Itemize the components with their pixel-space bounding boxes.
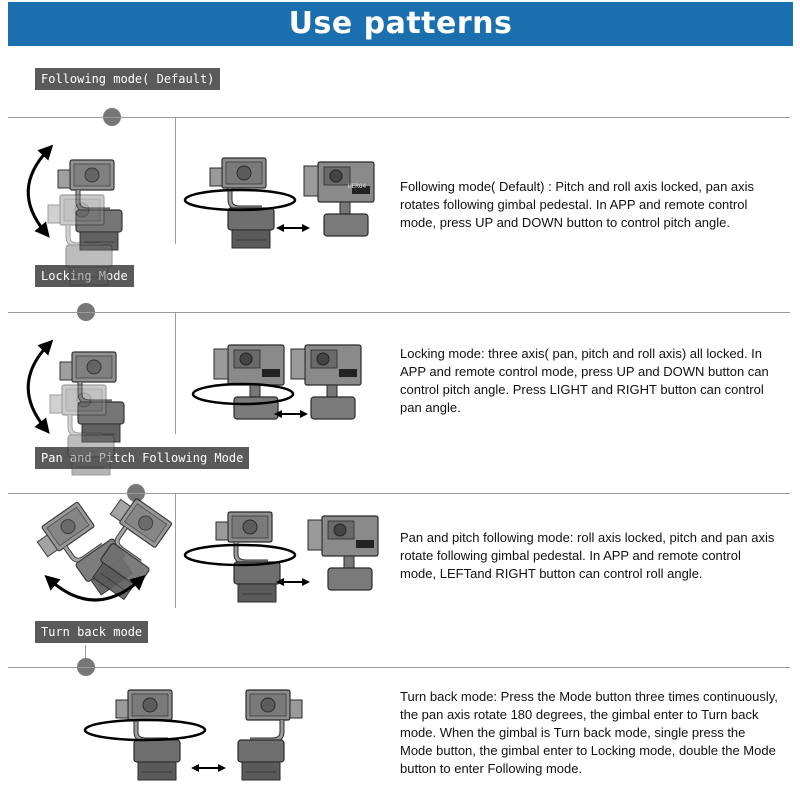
section-tag-turn-back-mode: Turn back mode	[35, 621, 149, 643]
section4-turnback-sketch	[83, 690, 302, 780]
section-tag-following-mode: Following mode( Default)	[35, 68, 221, 90]
section1-comparison-sketch: HERO4	[183, 158, 375, 248]
section3-comparison-sketch	[183, 512, 379, 602]
section-description: Locking mode: three axis( pan, pitch and…	[400, 346, 769, 415]
section-divider	[8, 312, 790, 313]
column-divider	[175, 312, 176, 434]
section-description: Turn back mode: Press the Mode button th…	[400, 689, 778, 776]
column-divider	[85, 645, 86, 658]
column-divider	[175, 117, 176, 244]
section2-comparison-sketch	[191, 344, 362, 420]
section2-rotation-sketch	[26, 339, 124, 475]
section-divider	[8, 493, 790, 494]
section-description: Pan and pitch following mode: roll axis …	[400, 530, 775, 581]
section-description: Following mode( Default) : Pitch and rol…	[400, 179, 755, 230]
section3-rotation-sketch	[32, 491, 179, 607]
svg-text:HERO4: HERO4	[348, 183, 366, 190]
section-divider	[8, 667, 790, 668]
section1-rotation-sketch	[26, 144, 122, 285]
column-divider	[175, 493, 176, 608]
section-divider	[8, 117, 790, 118]
page-title: Use patterns	[8, 2, 793, 46]
